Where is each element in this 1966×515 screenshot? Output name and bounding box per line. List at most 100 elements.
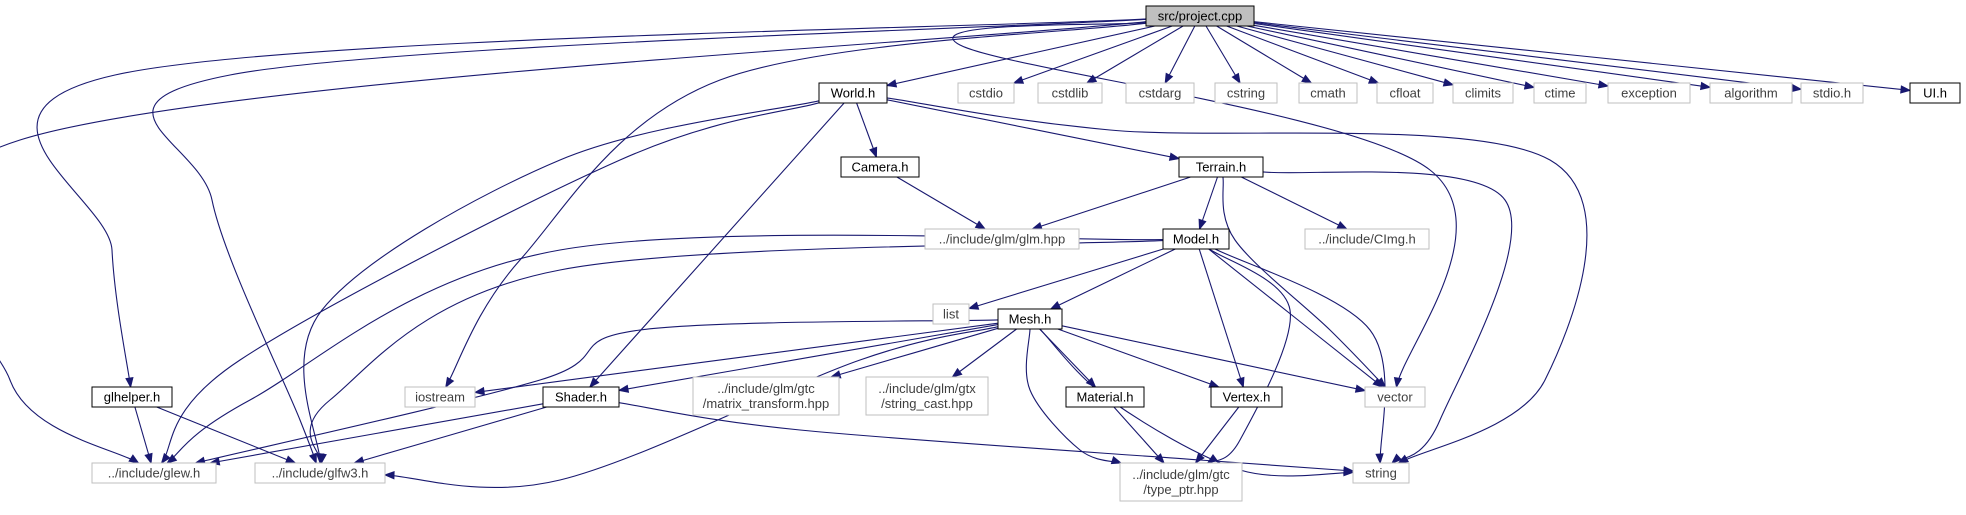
edge-line xyxy=(1198,248,1244,388)
edge-project_cpp-to-cfloat xyxy=(1226,25,1380,84)
edge-arrowhead xyxy=(1336,221,1348,230)
edge-shader_h-to-string xyxy=(618,402,1355,475)
node-matrix-transform: ../include/glm/gtc/matrix_transform.hpp xyxy=(692,376,840,416)
node-material-h[interactable]: Material.h xyxy=(1065,386,1145,408)
node-label: glhelper.h xyxy=(104,390,160,405)
edge-line xyxy=(886,99,1180,160)
node-mesh-h[interactable]: Mesh.h xyxy=(997,308,1063,330)
node-cstring: cstring xyxy=(1214,82,1278,104)
edge-line xyxy=(1214,248,1386,464)
edge-arrowhead xyxy=(1391,453,1403,464)
node-box xyxy=(1376,82,1434,104)
edge-arrowhead xyxy=(445,376,455,389)
node-box xyxy=(1709,82,1793,104)
edge-vertex_h-to-type_ptr xyxy=(1194,406,1240,465)
edge-arrowhead xyxy=(1168,152,1181,161)
edge-line xyxy=(1208,248,1383,388)
edge-project_cpp-to-cstdio xyxy=(1012,25,1173,84)
node-project-cpp[interactable]: src/project.cpp xyxy=(1145,5,1255,27)
node-label: /string_cast.hpp xyxy=(881,396,973,411)
edge-line xyxy=(1216,25,1312,84)
edge-arrowhead xyxy=(1393,377,1403,389)
edge-model_h-to-vertex_h xyxy=(1198,248,1245,389)
node-box xyxy=(818,82,888,104)
node-label: list xyxy=(943,307,959,322)
edge-project_cpp-to-exception xyxy=(1253,24,1610,89)
node-ui-h[interactable]: UI.h xyxy=(1909,82,1961,104)
edge-arrowhead xyxy=(1164,72,1174,85)
edge-mesh_h-to-vertex_h xyxy=(1057,328,1220,388)
node-terrain-h[interactable]: Terrain.h xyxy=(1178,156,1264,178)
node-label: ../include/glew.h xyxy=(108,466,201,481)
edge-shader_h-to-glfw3_h xyxy=(352,406,547,465)
node-box xyxy=(404,386,476,408)
edge-project_cpp-to-cstdarg xyxy=(1164,25,1196,85)
edge-line xyxy=(195,319,999,464)
edge-arrowhead xyxy=(308,452,317,465)
edge-glhelper_h-to-glfw3_h xyxy=(156,406,297,464)
edge-material_h-to-type_ptr xyxy=(1113,406,1165,465)
node-box xyxy=(91,462,217,484)
node-world-h[interactable]: World.h xyxy=(818,82,888,104)
node-label: Vertex.h xyxy=(1223,390,1271,405)
node-box xyxy=(1119,462,1243,502)
edge-line xyxy=(886,25,1156,87)
node-box xyxy=(1352,462,1410,484)
node-box xyxy=(1037,82,1103,104)
edge-line xyxy=(968,248,1164,310)
node-glhelper-h[interactable]: glhelper.h xyxy=(91,386,173,408)
node-list: list xyxy=(932,303,970,325)
node-box xyxy=(1298,82,1358,104)
node-stdio-h: stdio.h xyxy=(1800,82,1864,104)
node-label: cstdlib xyxy=(1052,86,1089,101)
node-cfloat: cfloat xyxy=(1376,82,1434,104)
node-ctime: ctime xyxy=(1533,82,1587,104)
node-glew-h: ../include/glew.h xyxy=(91,462,217,484)
edge-line xyxy=(1032,176,1191,230)
edge-line xyxy=(1207,248,1291,464)
node-box xyxy=(1364,386,1426,408)
node-box xyxy=(1210,386,1283,408)
node-label: Camera.h xyxy=(851,160,908,175)
node-box xyxy=(1533,82,1587,104)
node-vertex-h[interactable]: Vertex.h xyxy=(1210,386,1283,408)
node-camera-h[interactable]: Camera.h xyxy=(840,156,920,178)
node-label: ../include/glm/gtc xyxy=(717,381,815,396)
edge-project_cpp-to-world_h xyxy=(885,25,1156,88)
node-box xyxy=(1214,82,1278,104)
edge-arrowhead xyxy=(1049,301,1062,310)
node-label: climits xyxy=(1465,86,1502,101)
edge-arrowhead xyxy=(1231,72,1241,85)
node-label: algorithm xyxy=(1724,86,1777,101)
edge-line xyxy=(1050,248,1176,310)
node-box xyxy=(1304,228,1430,250)
edge-mesh_h-to-type_ptr xyxy=(1025,328,1123,465)
node-model-h[interactable]: Model.h xyxy=(1162,228,1230,250)
edge-arrowhead xyxy=(1236,376,1245,389)
edge-line xyxy=(156,406,296,464)
node-box xyxy=(91,386,173,408)
node-label: src/project.cpp xyxy=(1158,9,1243,24)
edge-line xyxy=(166,234,1164,464)
node-cmath: cmath xyxy=(1298,82,1358,104)
edge-model_h-to-vector xyxy=(1208,248,1384,388)
node-label: vector xyxy=(1377,390,1413,405)
edge-arrowhead xyxy=(617,384,630,393)
edge-line xyxy=(618,402,1354,472)
edge-model_h-to-glfw3_h xyxy=(309,240,1164,465)
node-type-ptr: ../include/glm/gtc/type_ptr.hpp xyxy=(1119,462,1243,502)
edge-model_h-to-mesh_h xyxy=(1049,248,1176,310)
node-shader-h[interactable]: Shader.h xyxy=(542,386,620,408)
edge-arrowhead xyxy=(128,454,140,464)
edge-project_cpp-to-algorithm xyxy=(1253,22,1712,91)
edge-arrowhead xyxy=(160,452,171,465)
node-label: /matrix_transform.hpp xyxy=(703,396,829,411)
node-label: Terrain.h xyxy=(1196,160,1247,175)
edge-arrowhead xyxy=(1301,74,1313,84)
node-label: World.h xyxy=(831,86,876,101)
edge-terrain_h-to-string xyxy=(1262,171,1513,464)
edge-line xyxy=(1222,176,1386,388)
edge-line xyxy=(618,324,999,391)
edge-arrowhead xyxy=(967,301,980,310)
